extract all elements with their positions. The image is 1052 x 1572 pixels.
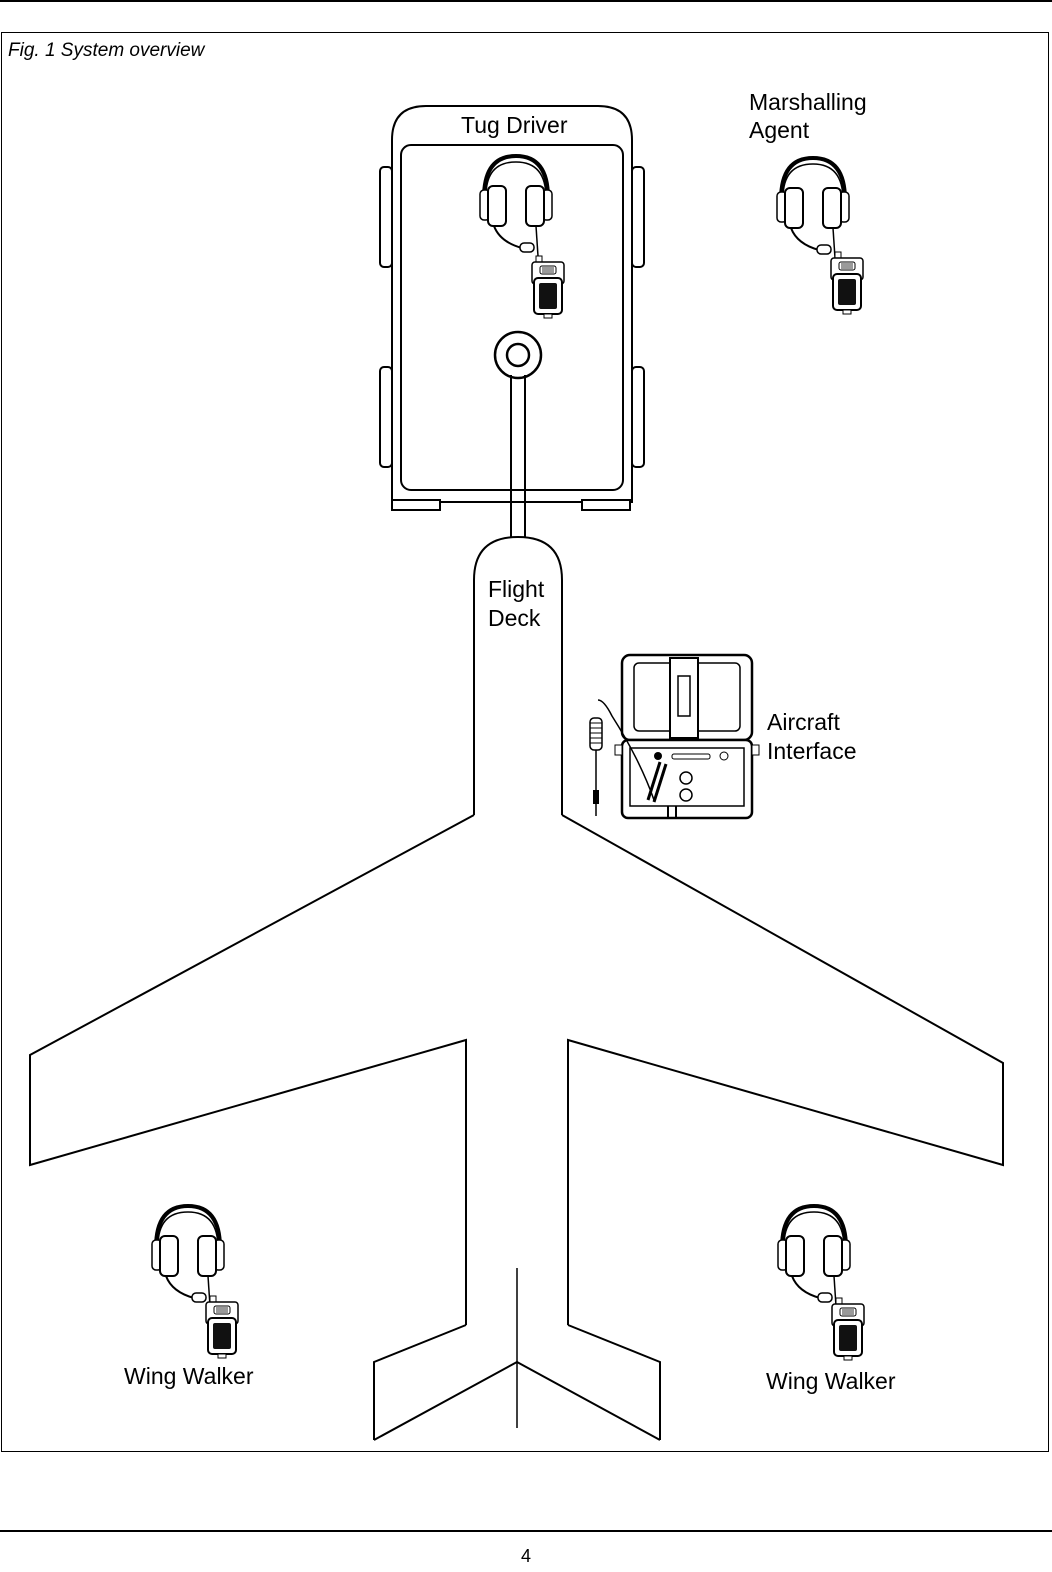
flight-deck-label-line2: Deck <box>488 605 541 631</box>
marshalling-agent-label-line2: Agent <box>749 117 810 143</box>
aircraft-icon <box>29 535 1004 1441</box>
tug-driver-label: Tug Driver <box>461 112 568 138</box>
aircraft-interface-label-line1: Aircraft <box>767 709 840 735</box>
aircraft-interface-box-icon <box>589 653 760 820</box>
page-number: 4 <box>520 1546 531 1566</box>
headset-icon <box>775 156 851 260</box>
radio-icon <box>831 1297 865 1361</box>
cable-icon <box>510 375 526 537</box>
tug-vehicle-icon <box>379 105 645 511</box>
headset-icon <box>150 1204 226 1308</box>
wing-walker-left-label: Wing Walker <box>124 1363 254 1389</box>
top-rule <box>0 0 1052 2</box>
aircraft-interface-label-line2: Interface <box>767 738 857 764</box>
figure-frame <box>1 32 1049 1452</box>
headset-icon <box>776 1204 852 1308</box>
radio-icon <box>531 255 565 319</box>
figure-caption: Fig. 1 System overview <box>8 40 205 61</box>
flight-deck-label-line1: Flight <box>488 576 545 602</box>
marshalling-agent-label-line1: Marshalling <box>749 89 867 115</box>
radio-icon <box>830 251 864 315</box>
bottom-rule <box>0 1530 1052 1532</box>
wing-walker-right-label: Wing Walker <box>766 1368 896 1394</box>
radio-icon <box>205 1295 239 1359</box>
